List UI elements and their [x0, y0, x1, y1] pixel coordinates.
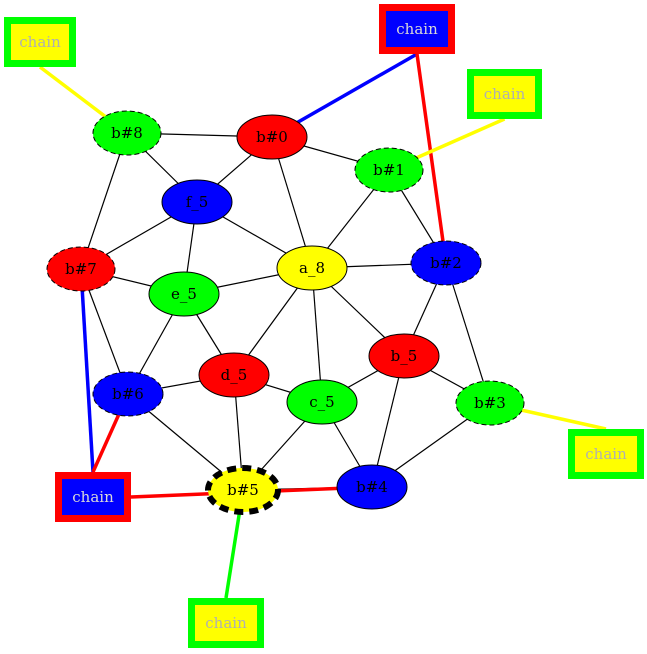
- node-a8[interactable]: a_8: [276, 245, 348, 291]
- chain-box-frame: [4, 17, 76, 67]
- node-shape: [410, 240, 482, 286]
- node-b1[interactable]: b#1: [354, 147, 424, 193]
- chain-box-frame: [467, 69, 542, 119]
- node-label: b#0: [256, 128, 288, 146]
- chain-box[interactable]: chain: [55, 472, 131, 522]
- node-shape: [92, 371, 164, 417]
- node-d5[interactable]: d_5: [198, 352, 270, 398]
- chain-box-frame: [568, 429, 644, 479]
- chain-box[interactable]: chain: [568, 429, 644, 479]
- node-label: d_5: [221, 366, 248, 384]
- node-b7[interactable]: b#7: [46, 246, 116, 292]
- node-label: b#8: [111, 124, 143, 142]
- node-b6[interactable]: b#6: [92, 371, 164, 417]
- node-shape: [455, 380, 525, 426]
- chain-box[interactable]: chain: [379, 4, 455, 54]
- node-label: b#5: [227, 481, 259, 499]
- node-b0[interactable]: b#0: [236, 114, 308, 160]
- chain-label: chain: [205, 614, 247, 632]
- edge-b2-b3: [445, 262, 491, 404]
- node-shape: [286, 379, 358, 425]
- node-shape: [276, 245, 348, 291]
- chain-box[interactable]: chain: [467, 69, 542, 119]
- node-label: b#3: [474, 394, 506, 412]
- chain-label: chain: [72, 488, 114, 506]
- node-b5n[interactable]: b_5: [368, 333, 440, 379]
- node-label: b#2: [430, 254, 462, 272]
- chain-box[interactable]: chain: [188, 598, 264, 648]
- chain-box[interactable]: chain: [4, 17, 76, 67]
- node-label: f_5: [186, 193, 209, 211]
- node-shape: [368, 333, 440, 379]
- node-shape: [148, 271, 220, 317]
- node-shape: [236, 114, 308, 160]
- chain-link-c2-b2: [415, 53, 448, 264]
- node-f5[interactable]: f_5: [161, 179, 233, 225]
- node-label: b#6: [112, 385, 144, 403]
- node-label: b#4: [356, 478, 388, 496]
- node-b3[interactable]: b#3: [455, 380, 525, 426]
- chain-label: chain: [396, 20, 438, 38]
- edge-b8-b7: [80, 132, 128, 270]
- node-shape: [205, 465, 281, 515]
- chain-link-c4-b7: [79, 268, 95, 473]
- node-shape: [46, 246, 116, 292]
- chain-label: chain: [585, 445, 627, 463]
- node-label: b#1: [373, 161, 405, 179]
- node-shape: [198, 352, 270, 398]
- node-b2[interactable]: b#2: [410, 240, 482, 286]
- chain-box-frame: [188, 598, 264, 648]
- node-e5[interactable]: e_5: [148, 271, 220, 317]
- node-shape: [92, 110, 162, 156]
- node-shape: [354, 147, 424, 193]
- chains-layer: chain chain chain chain chain chain: [4, 4, 644, 648]
- edges-layer: [80, 132, 491, 491]
- nodes-layer: b#0 b#1 b#2 b#3 b#4 b#5 b#6 b#7 b#8 a_8 b_5 c_5 d_5 e…: [46, 110, 525, 515]
- node-shape: [161, 179, 233, 225]
- chain-label: chain: [484, 85, 526, 103]
- chain-box-frame: [379, 4, 455, 54]
- node-b4[interactable]: b#4: [336, 464, 408, 510]
- node-label: e_5: [171, 285, 197, 303]
- node-label: b_5: [391, 347, 418, 365]
- node-b5[interactable]: b#5: [205, 465, 281, 515]
- node-label: a_8: [299, 259, 325, 277]
- chain-box-frame: [55, 472, 131, 522]
- chain-label: chain: [19, 33, 61, 51]
- node-label: c_5: [309, 393, 334, 411]
- node-shape: [336, 464, 408, 510]
- node-b8[interactable]: b#8: [92, 110, 162, 156]
- node-label: b#7: [65, 260, 97, 278]
- node-c5[interactable]: c_5: [286, 379, 358, 425]
